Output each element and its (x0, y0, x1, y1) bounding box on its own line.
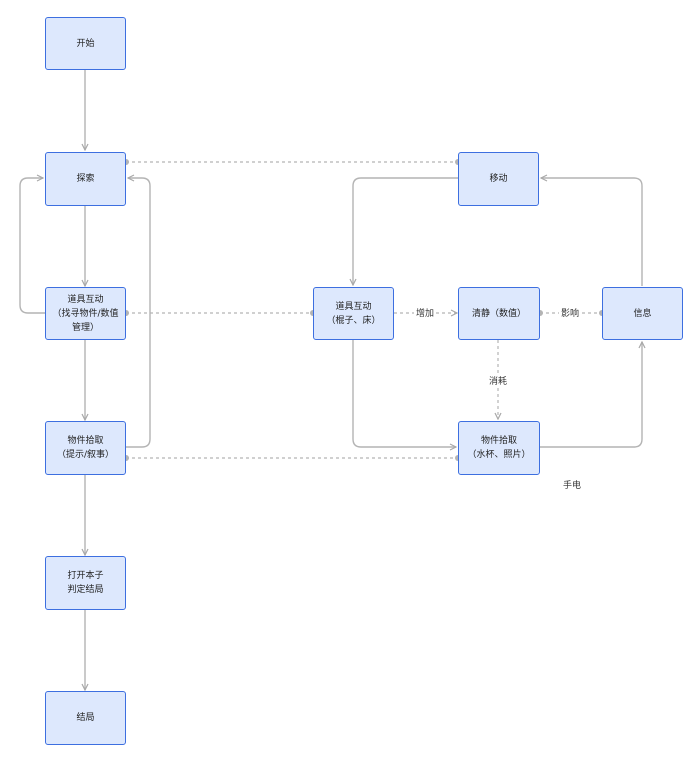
node-explore[interactable]: 探索 (45, 152, 126, 206)
node-prop-interact-left-label: 道具互动 （找寻物件/数值 管理） (52, 294, 119, 333)
node-info[interactable]: 信息 (602, 287, 683, 340)
edge-info-move (541, 178, 643, 286)
node-info-label: 信息 (633, 308, 652, 319)
node-ending[interactable]: 结局 (45, 691, 126, 745)
node-prop-interact-left[interactable]: 道具互动 （找寻物件/数值 管理） (45, 287, 126, 340)
node-move[interactable]: 移动 (458, 152, 539, 206)
node-pickup-left[interactable]: 物件拾取 （提示/叙事） (45, 421, 126, 475)
node-calm-value[interactable]: 清静（数值） (458, 287, 540, 340)
edge-label-influence: 影响 (559, 306, 582, 319)
node-pickup-left-label: 物件拾取 （提示/叙事） (56, 436, 115, 460)
edge-prop-loop-explore (19, 178, 45, 314)
edge-label-flashlight: 手电 (561, 478, 584, 491)
node-pickup-right-label: 物件拾取 （水杯、照片） (467, 436, 531, 460)
edge-label-consume: 消耗 (487, 374, 510, 387)
node-prop-interact-right[interactable]: 道具互动 （棍子、床） (313, 287, 394, 340)
node-pickup-right[interactable]: 物件拾取 （水杯、照片） (458, 421, 540, 475)
edge-label-increase: 增加 (414, 306, 437, 319)
edge-prop-right-pickup-right (352, 340, 456, 447)
edge-pickup-right-info (540, 342, 642, 448)
edge-move-prop-right (353, 177, 458, 285)
node-prop-interact-right-label: 道具互动 （棍子、床） (326, 301, 381, 326)
node-explore-label: 探索 (76, 174, 95, 184)
node-start[interactable]: 开始 (45, 17, 126, 70)
node-open-book[interactable]: 打开本子 判定结局 (45, 556, 126, 610)
node-ending-label: 结局 (76, 713, 95, 723)
node-calm-value-label: 清静（数值） (471, 308, 526, 319)
node-open-book-label: 打开本子 判定结局 (67, 571, 104, 595)
node-start-label: 开始 (76, 38, 95, 49)
node-move-label: 移动 (489, 174, 508, 184)
